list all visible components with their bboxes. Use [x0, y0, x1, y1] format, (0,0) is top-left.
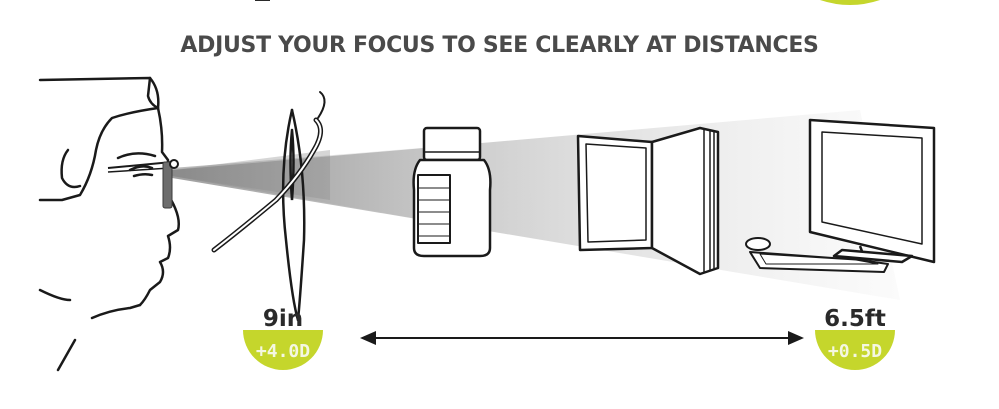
page-title: ADJUST YOUR FOCUS TO SEE CLEARLY AT DIST…	[180, 33, 819, 58]
double-arrow-icon	[360, 331, 804, 345]
needle-thread-icon	[211, 91, 326, 322]
reading-glasses-icon	[107, 159, 179, 209]
mouse-icon	[745, 237, 771, 251]
near-power-label: +4.0D	[255, 341, 311, 362]
pill-bottle-icon	[412, 126, 492, 258]
top-accent-shape	[820, 0, 880, 5]
keyboard-icon	[749, 251, 889, 273]
far-distance-label: 6.5ft	[824, 306, 886, 332]
computer-monitor-icon	[808, 118, 936, 264]
open-book-icon	[576, 126, 720, 276]
far-power-label: +0.5D	[827, 341, 883, 362]
near-power-badge	[243, 330, 323, 370]
near-distance-label: 9in	[262, 306, 304, 332]
far-power-badge	[815, 330, 895, 370]
vision-beams	[172, 110, 900, 300]
face-profile-icon	[38, 76, 180, 372]
